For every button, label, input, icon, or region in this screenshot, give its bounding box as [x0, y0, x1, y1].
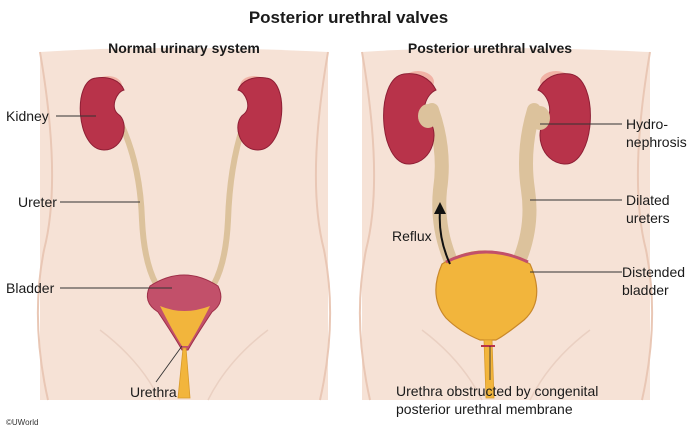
left-kidney-2: [237, 76, 283, 151]
kidney: [383, 73, 437, 165]
left-kidney-1: [79, 76, 125, 151]
dilated-pelvis: [530, 106, 550, 130]
label-distended-1: Distended: [622, 264, 686, 280]
kidney: [237, 77, 283, 151]
left-waist-right: [314, 51, 332, 401]
label-urethra: Urethra: [130, 384, 177, 400]
left-groin-right: [207, 329, 269, 401]
right-kidney-2: [530, 71, 591, 165]
left-panel-heading: Normal urinary system: [108, 40, 260, 56]
reflux-arrow: [438, 209, 451, 265]
right-groin-right: [529, 329, 591, 401]
label-distended-2: bladder: [622, 282, 669, 298]
urethra: [177, 347, 191, 399]
label-bladder: Bladder: [6, 280, 55, 296]
label-reflux: Reflux: [392, 228, 432, 244]
label-hydronephrosis-2: nephrosis: [626, 134, 687, 150]
label-obstructed-1: Urethra obstructed by congenital: [396, 383, 599, 399]
copyright-notice: ©UWorld: [6, 418, 39, 427]
left-groin-left: [99, 329, 161, 401]
right-kidney-1: [383, 71, 438, 165]
left-ureter-left: [115, 115, 159, 287]
label-dilated-1: Dilated: [626, 192, 670, 208]
label-obstructed-2: posterior urethral membrane: [396, 401, 573, 417]
right-waist-right: [636, 51, 654, 401]
right-ureter-left: [425, 103, 461, 275]
label-ureter: Ureter: [18, 194, 57, 210]
kidney: [79, 77, 125, 151]
dilated-pelvis: [418, 104, 438, 128]
label-kidney: Kidney: [6, 108, 49, 124]
left-bladder: [146, 274, 222, 399]
urine: [160, 306, 210, 346]
right-panel-heading: Posterior urethral valves: [407, 40, 573, 56]
left-waist-left: [36, 51, 54, 401]
right-waist-left: [358, 51, 376, 401]
right-bladder: [435, 250, 538, 399]
label-hydronephrosis-1: Hydro-: [626, 116, 669, 132]
diagram-title: Posterior urethral valves: [248, 8, 449, 27]
obstructed-urethra: [483, 339, 495, 399]
urethra-leader: [155, 345, 183, 383]
label-dilated-2: ureters: [626, 210, 670, 226]
left-ureter-right: [211, 115, 249, 287]
reflux-arrowhead: [434, 202, 446, 214]
right-ureter-right: [509, 103, 541, 275]
bladder-rim: [445, 250, 529, 264]
right-groin-left: [421, 329, 483, 401]
